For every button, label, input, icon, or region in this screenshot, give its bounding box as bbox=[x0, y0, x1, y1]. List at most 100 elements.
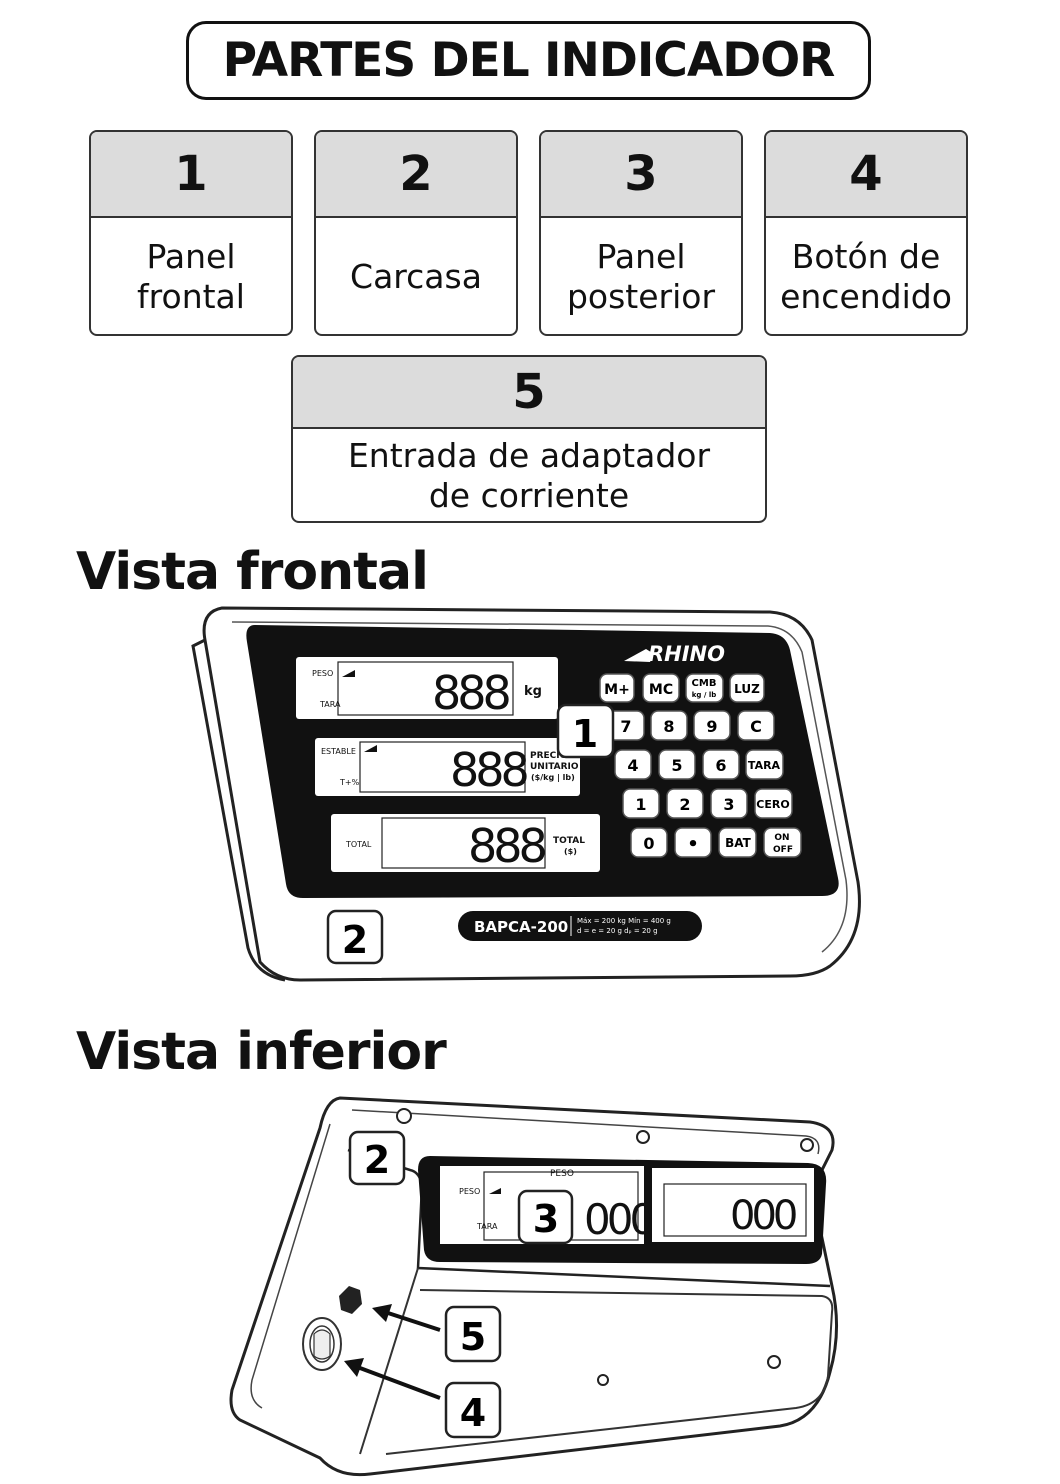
part-number: 2 bbox=[316, 132, 516, 218]
label-total-left: TOTAL bbox=[345, 840, 372, 849]
label-estable: ESTABLE bbox=[321, 747, 356, 756]
part-label: Carcasa bbox=[350, 257, 482, 296]
screw-icon bbox=[396, 1108, 412, 1124]
key-dot[interactable] bbox=[674, 827, 712, 858]
power-switch-icon[interactable] bbox=[302, 1317, 342, 1371]
callout-number: 2 bbox=[342, 918, 368, 962]
key-8[interactable] bbox=[650, 710, 688, 741]
callout-2 bbox=[348, 1130, 406, 1186]
key-label: MC bbox=[649, 682, 673, 698]
stable-triangle-icon bbox=[364, 745, 377, 752]
rhino-logo-icon bbox=[624, 649, 654, 662]
dc-jack-icon bbox=[339, 1286, 362, 1314]
part-number: 3 bbox=[541, 132, 741, 218]
key-3[interactable] bbox=[710, 788, 748, 819]
stable-triangle-icon bbox=[489, 1188, 501, 1194]
bottom-view-heading: Vista inferior bbox=[76, 1022, 447, 1082]
label-precio: PRECIO bbox=[530, 751, 568, 761]
part-card-4: 4 Botón de encendido bbox=[764, 130, 968, 336]
label-tara: TARA bbox=[319, 700, 341, 709]
page-title: PARTES DEL INDICADOR bbox=[186, 21, 871, 100]
key-label: ON bbox=[774, 833, 789, 843]
callout-3 bbox=[517, 1189, 574, 1245]
key-label: • bbox=[687, 834, 699, 855]
model-specs: Máx = 200 kg Mín = 400 g bbox=[577, 917, 671, 925]
part-card-5: 5 Entrada de adaptador de corriente bbox=[291, 355, 767, 523]
label-total-unit: ($) bbox=[564, 847, 577, 856]
key-6[interactable] bbox=[702, 749, 740, 780]
part-label: Entrada de adaptador de corriente bbox=[347, 436, 711, 515]
part-number: 1 bbox=[91, 132, 291, 218]
rear-label-peso: PESO bbox=[459, 1187, 480, 1196]
key-4[interactable] bbox=[614, 749, 652, 780]
key-label: CERO bbox=[756, 798, 789, 811]
label-t-pct: T+% bbox=[339, 778, 360, 787]
part-label: Botón de encendido bbox=[780, 237, 952, 316]
key-label: 5 bbox=[671, 756, 682, 775]
label-unitario: UNITARIO bbox=[530, 762, 579, 772]
key-2[interactable] bbox=[666, 788, 704, 819]
part-label: Panel frontal bbox=[137, 237, 245, 316]
rear-label-tara: TARA bbox=[476, 1222, 498, 1231]
key-label: 9 bbox=[706, 717, 717, 736]
key-1[interactable] bbox=[622, 788, 660, 819]
key-on-off[interactable] bbox=[763, 827, 802, 858]
display-digits: 888 bbox=[468, 819, 546, 873]
key-label: 3 bbox=[723, 795, 734, 814]
display-digits: 888 bbox=[450, 743, 528, 797]
key-luz[interactable] bbox=[729, 673, 765, 703]
callout-number: 4 bbox=[460, 1391, 486, 1435]
key-9[interactable] bbox=[693, 710, 731, 741]
key-label: 7 bbox=[620, 717, 631, 736]
key-label: CMB bbox=[692, 678, 717, 689]
callout-number: 1 bbox=[572, 712, 598, 756]
key-c[interactable] bbox=[737, 710, 775, 741]
key-0[interactable] bbox=[630, 827, 668, 858]
key-label: 8 bbox=[663, 717, 674, 736]
key-bat[interactable] bbox=[718, 827, 757, 858]
key-label: M+ bbox=[604, 682, 630, 698]
screw-icon bbox=[767, 1355, 781, 1369]
part-number: 5 bbox=[293, 357, 765, 429]
callout-4 bbox=[444, 1381, 502, 1439]
key-label: 4 bbox=[627, 756, 638, 775]
model-specs: d = e = 20 g dₚ = 20 g bbox=[577, 927, 658, 935]
model-plate bbox=[458, 911, 702, 941]
key-tara[interactable] bbox=[745, 749, 784, 780]
label-unit-per: ($/kg | lb) bbox=[531, 773, 575, 782]
display-digits: 888 bbox=[432, 666, 510, 720]
screw-icon bbox=[636, 1130, 650, 1144]
screw-icon bbox=[800, 1138, 814, 1152]
key-mc[interactable] bbox=[642, 673, 680, 703]
key-label: C bbox=[750, 717, 762, 736]
key-label: 1 bbox=[635, 795, 646, 814]
callout-number: 3 bbox=[533, 1197, 559, 1241]
key-label: BAT bbox=[725, 836, 752, 850]
rear-display-digits-left: 000 bbox=[584, 1195, 653, 1244]
key-5[interactable] bbox=[658, 749, 696, 780]
key-cero[interactable] bbox=[754, 788, 793, 819]
keypad: M+ MC CMB kg / lb LUZ 7 8 9 C 4 5 6 TARA… bbox=[599, 673, 802, 858]
key-label: 2 bbox=[679, 795, 690, 814]
callout-2 bbox=[326, 909, 384, 965]
part-card-3: 3 Panel posterior bbox=[539, 130, 743, 336]
housing-outline bbox=[229, 1096, 838, 1477]
part-card-2: 2 Carcasa bbox=[314, 130, 518, 336]
part-card-1: 1 Panel frontal bbox=[89, 130, 293, 336]
key-label: 6 bbox=[715, 756, 726, 775]
key-label: TARA bbox=[748, 759, 781, 772]
key-sublabel: kg / lb bbox=[692, 691, 717, 699]
arrow-icon bbox=[372, 1304, 441, 1332]
key-cmb[interactable] bbox=[685, 673, 724, 703]
part-label: Panel posterior bbox=[566, 237, 716, 316]
label-kg: kg bbox=[524, 684, 542, 699]
key-m-plus[interactable] bbox=[599, 673, 635, 703]
label-total-right: TOTAL bbox=[553, 836, 585, 846]
callout-number: 2 bbox=[364, 1138, 390, 1182]
key-label: 0 bbox=[643, 834, 654, 853]
model-name: BAPCA-200 bbox=[474, 918, 568, 936]
part-number: 4 bbox=[766, 132, 966, 218]
screw-icon bbox=[597, 1374, 609, 1386]
